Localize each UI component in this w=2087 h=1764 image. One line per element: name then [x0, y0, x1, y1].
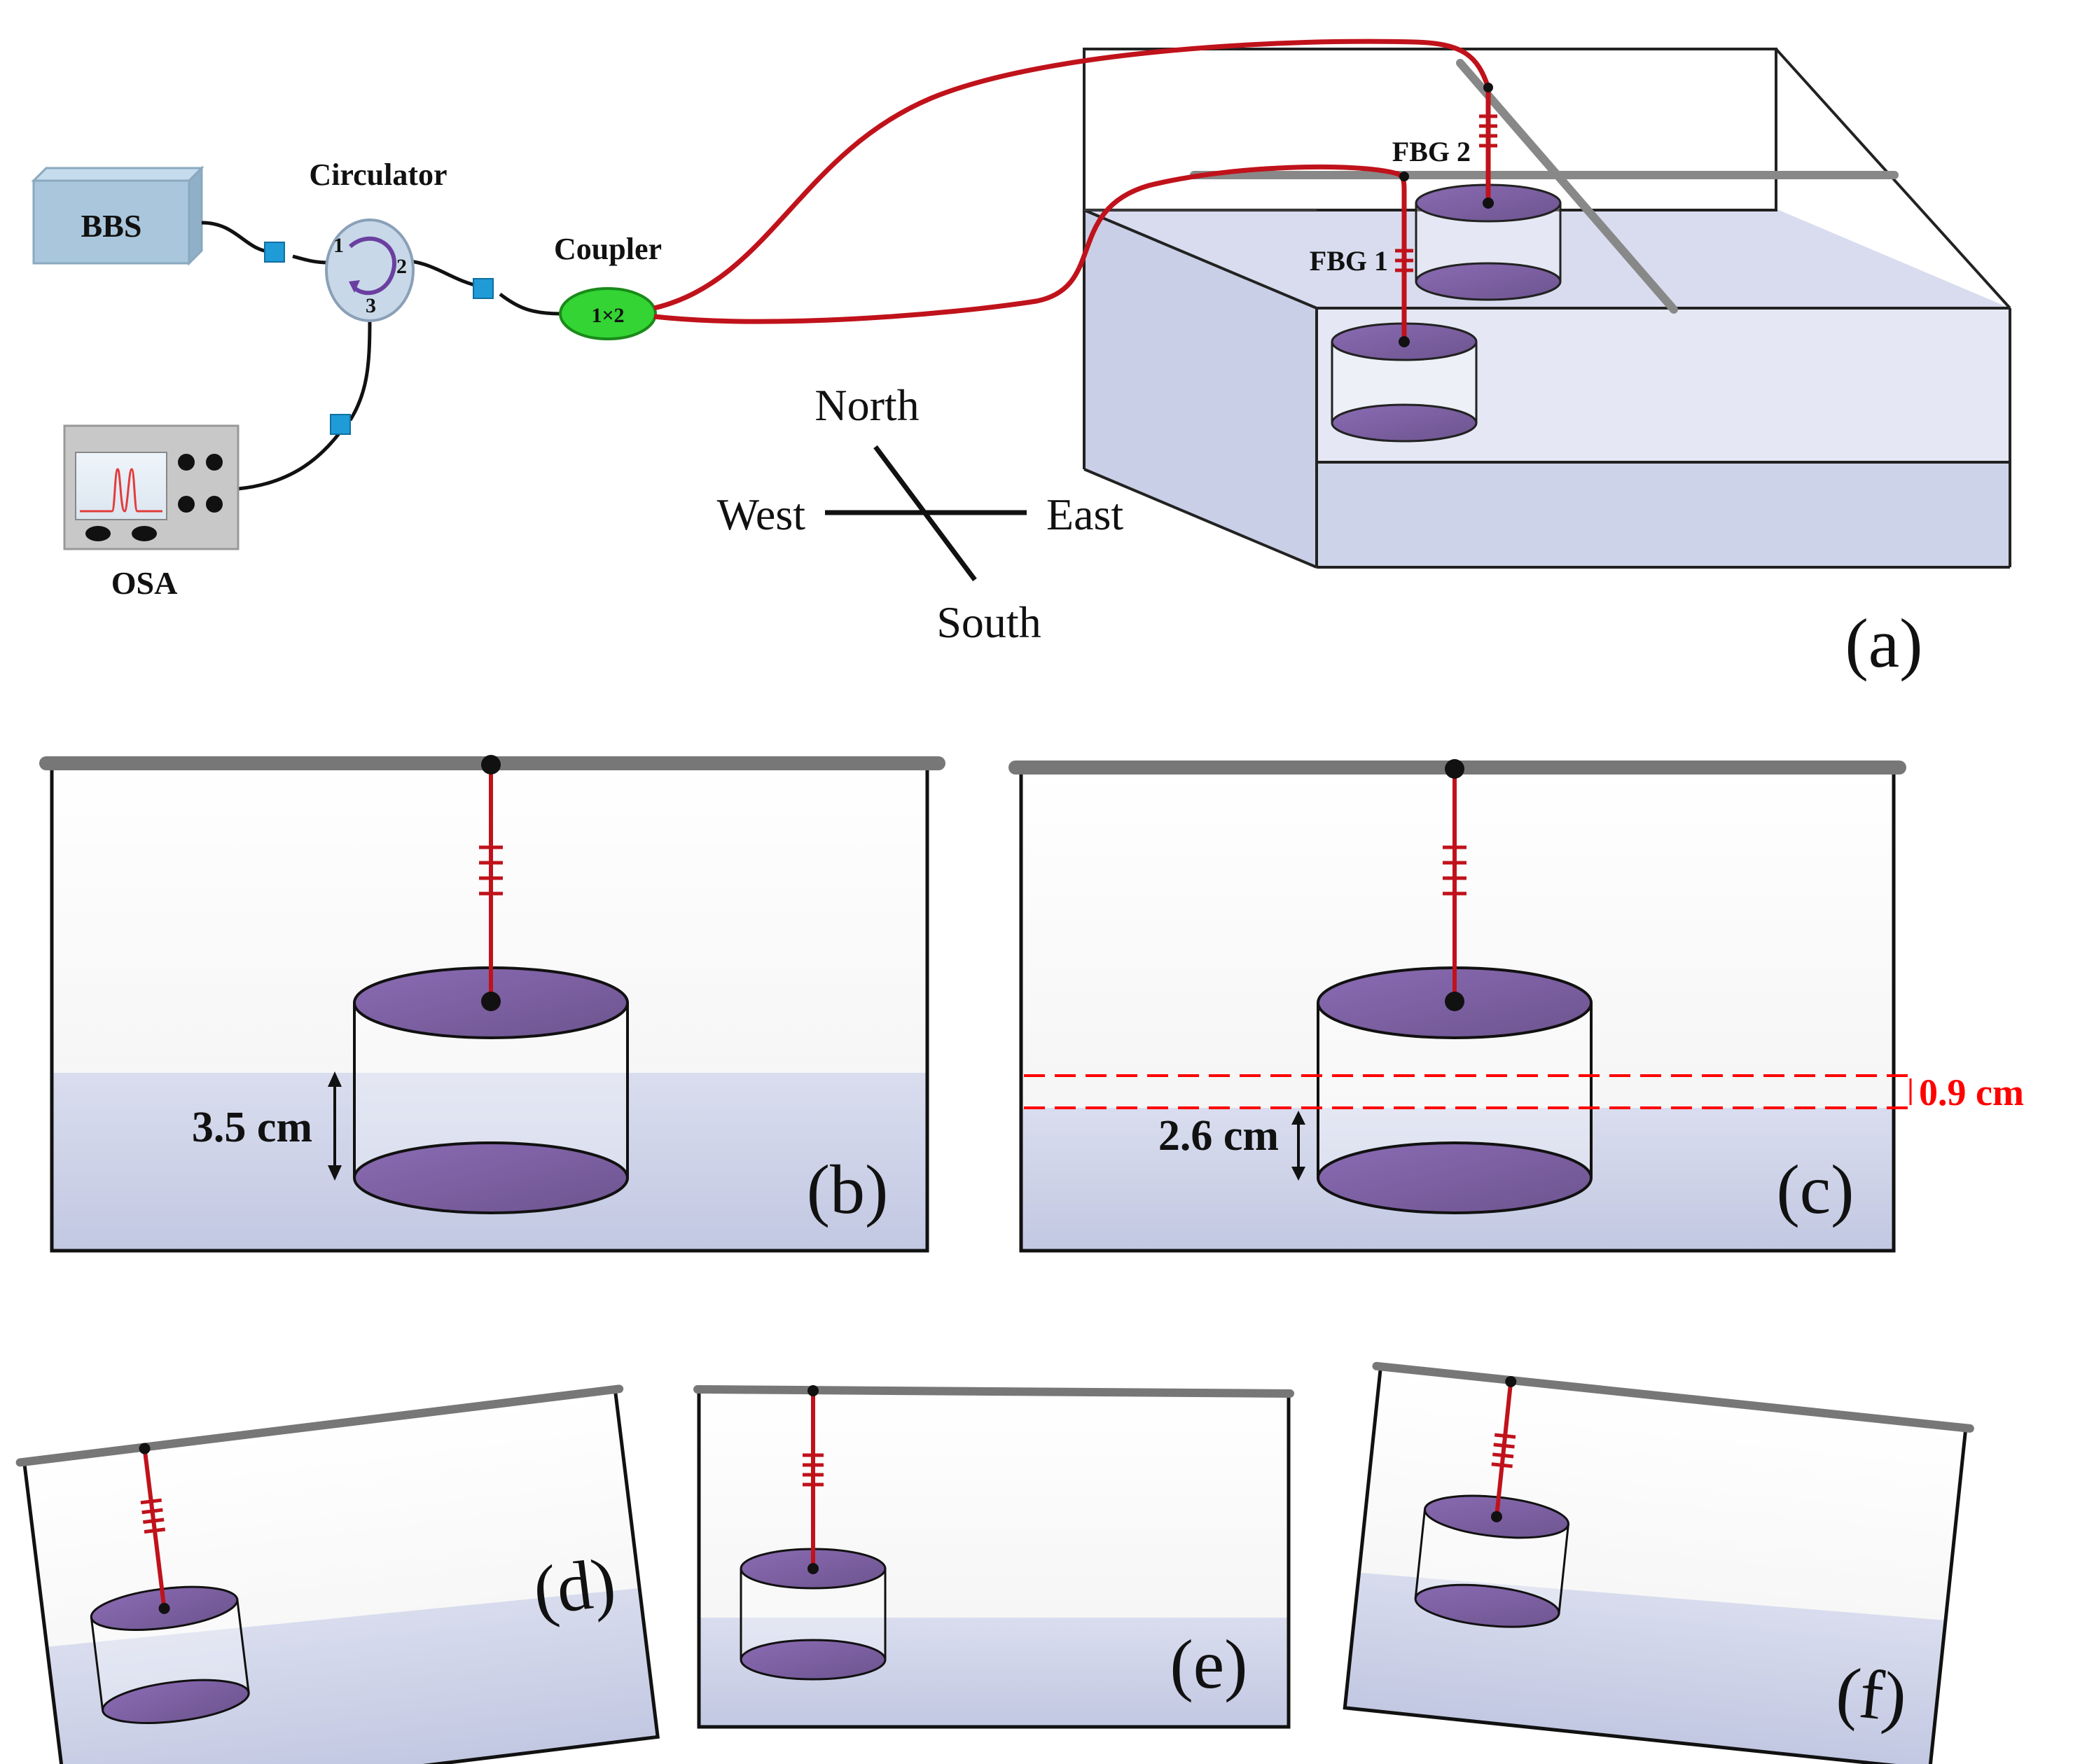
coupler-label: Coupler	[554, 232, 662, 266]
circulator-port-1: 1	[333, 234, 344, 257]
panel-a-tag: (a)	[1845, 604, 1923, 682]
compass-south: South	[936, 597, 1041, 647]
panel-b-tag: (b)	[807, 1151, 889, 1228]
cylinder-1	[1331, 322, 1478, 443]
support-bar	[693, 1385, 1294, 1398]
fbg2-grating	[1479, 114, 1497, 148]
circulator-port-2: 2	[396, 255, 407, 278]
coupler: 1×2 Coupler	[554, 232, 662, 340]
fbg-grating	[1491, 1433, 1516, 1468]
panel-a: BBS Circulator 1 2 3	[31, 39, 2011, 682]
cylinder	[1414, 1494, 1569, 1628]
cylinder	[740, 1548, 887, 1681]
support-bar	[1372, 1361, 1974, 1433]
fbg-grating	[803, 1453, 824, 1487]
support-bar-diagonal	[1456, 59, 1678, 314]
support-bar	[15, 1384, 624, 1467]
panel-c-tag: (c)	[1777, 1151, 1854, 1228]
panel-d: (d)	[15, 1384, 660, 1764]
fbg2-label: FBG 2	[1392, 136, 1471, 167]
cylinder	[90, 1585, 250, 1724]
compass: North South West East	[717, 380, 1124, 647]
level-change-marker	[1024, 1074, 1912, 1109]
fiber-to-fbg2	[653, 39, 1491, 311]
circulator-label: Circulator	[309, 158, 447, 192]
compass-north: North	[814, 380, 919, 430]
panel-c: 0.9 cm 2.6 cm (c)	[1008, 759, 2024, 1253]
compass-east: East	[1046, 489, 1123, 539]
panel-b: 3.5 cm (b)	[39, 755, 945, 1253]
depth-label: 3.5 cm	[192, 1104, 312, 1151]
water-tank-3d	[1083, 48, 2011, 569]
cylinder-2	[1415, 183, 1562, 301]
fbg1-grating	[1395, 249, 1413, 272]
circulator-port-3: 3	[366, 294, 376, 317]
depth-arrow	[328, 1071, 342, 1181]
depth-label: 2.6 cm	[1158, 1112, 1279, 1160]
fiber	[1494, 1381, 1513, 1518]
compass-west: West	[717, 489, 806, 539]
fiber	[142, 1448, 167, 1609]
fbg1-label: FBG 1	[1310, 245, 1388, 277]
connector-circulator-coupler	[473, 278, 494, 299]
panel-e: (e)	[693, 1385, 1294, 1729]
fiber-to-fbg1	[653, 164, 1407, 342]
panel-e-tag: (e)	[1170, 1625, 1248, 1703]
cylinder	[353, 966, 629, 1214]
sensing-fibers	[653, 39, 1491, 342]
fbg-grating	[1443, 845, 1467, 896]
panel-f: (f)	[1343, 1361, 1974, 1764]
bbs-label: BBS	[81, 208, 142, 244]
osa-label: OSA	[111, 565, 178, 601]
panel-d-tag: (d)	[529, 1543, 620, 1630]
depth-arrow	[1291, 1111, 1305, 1181]
connector-bbs-circulator	[264, 242, 285, 263]
connector-circulator-osa	[330, 414, 351, 435]
level-change-label: 0.9 cm	[1919, 1071, 2024, 1113]
fbg-grating	[140, 1498, 166, 1534]
circulator: Circulator 1 2 3	[309, 158, 448, 322]
osa-instrument: OSA	[63, 424, 240, 601]
panel-f-tag: (f)	[1833, 1652, 1911, 1737]
bbs-source: BBS	[31, 165, 204, 266]
fbg-grating	[479, 845, 503, 896]
coupler-ratio: 1×2	[591, 304, 624, 327]
